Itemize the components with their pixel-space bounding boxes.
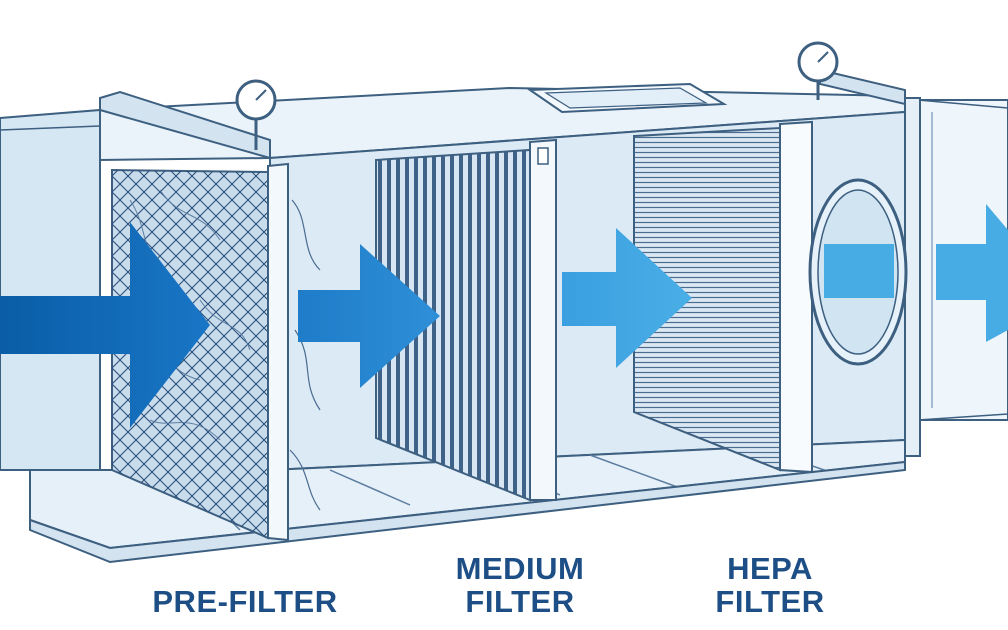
medium-filter-label-line-2: FILTER bbox=[465, 584, 575, 619]
medium-filter-label-line-1: MEDIUM bbox=[455, 551, 585, 586]
airflow-arrow-icon bbox=[562, 228, 692, 368]
airflow-arrow-icon bbox=[936, 204, 1008, 342]
airflow-arrow-icon bbox=[824, 244, 894, 298]
airflow-arrow-icon bbox=[0, 222, 210, 428]
medium-filter-unit bbox=[375, 138, 557, 502]
pressure-gauge-icon bbox=[235, 79, 277, 150]
hepa-filter-unit bbox=[633, 120, 813, 474]
pressure-gauge-icon bbox=[797, 41, 839, 100]
access-hatch-icon bbox=[526, 82, 728, 114]
hepa-filter-label-line-1: HEPA bbox=[727, 551, 813, 586]
pre-filter-label: PRE-FILTER bbox=[152, 584, 338, 619]
hepa-filter-label-line-2: FILTER bbox=[715, 584, 825, 619]
airflow-arrow-icon bbox=[298, 244, 440, 388]
